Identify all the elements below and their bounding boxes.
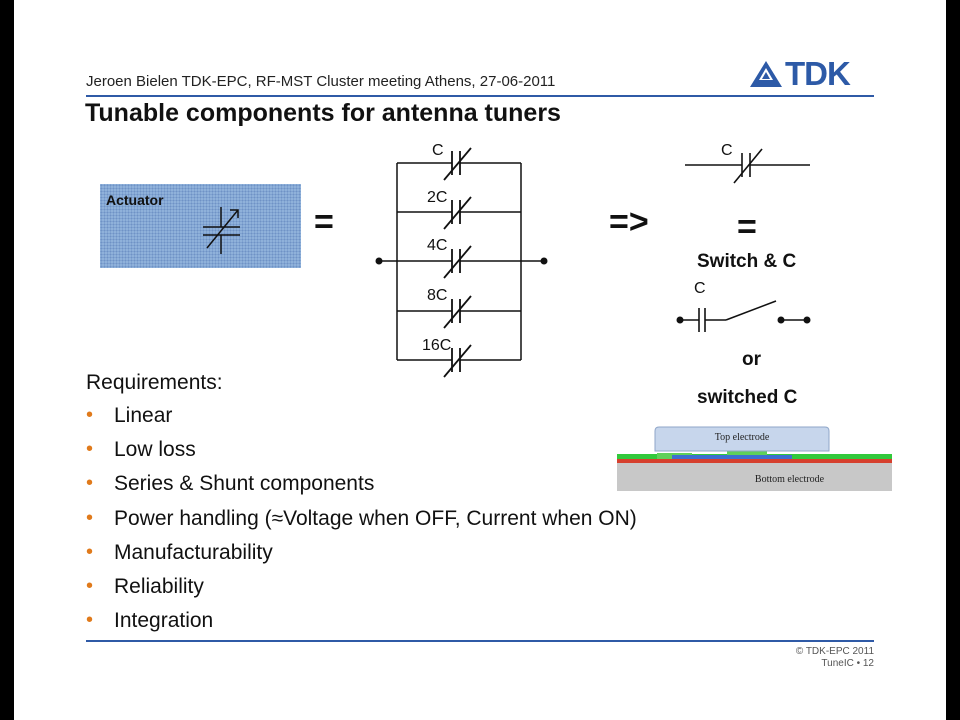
right-cap-label: C <box>721 142 733 159</box>
bullet-icon: • <box>86 472 94 495</box>
bullet-icon: • <box>86 404 94 426</box>
switch-capacitor-symbol <box>676 300 811 332</box>
or-label: or <box>742 349 761 370</box>
footer-rule <box>86 640 874 642</box>
slide-subtitle: Jeroen Bielen TDK-EPC, RF-MST Cluster me… <box>86 73 556 90</box>
equals-sign: = <box>314 203 334 241</box>
right-equals-sign: = <box>737 208 757 246</box>
switch-and-c-label: Switch & C <box>697 251 797 272</box>
list-item: •Power handling (≈Voltage when OFF, Curr… <box>86 506 637 530</box>
implies-arrow: => <box>609 203 649 241</box>
switched-c-label: switched C <box>697 387 798 408</box>
bullet-icon: • <box>86 609 94 632</box>
switched-c-cross-section: Top electrode Bottom electrode <box>617 425 892 491</box>
tdk-logo: TDK <box>749 55 851 92</box>
bank-label-8c: 8C <box>427 287 448 304</box>
header-rule <box>86 95 874 97</box>
list-item: •Manufacturability <box>86 540 273 564</box>
switch-cap-label: C <box>694 280 706 297</box>
requirements-heading: Requirements: <box>86 371 223 394</box>
list-item: •Low loss <box>86 438 196 462</box>
capacitor-bank-diagram <box>375 147 548 378</box>
bank-label-16c: 16C <box>422 337 452 354</box>
bottom-electrode-label: Bottom electrode <box>754 474 825 485</box>
bank-label-4c: 4C <box>427 237 448 254</box>
list-item: •Series & Shunt components <box>86 472 375 496</box>
list-item: •Integration <box>86 609 214 633</box>
tdk-emblem-icon <box>750 60 782 87</box>
slide-title: Tunable components for antenna tuners <box>85 99 561 127</box>
top-electrode-label: Top electrode <box>714 432 770 443</box>
copyright-text: © TDK-EPC 2011 <box>795 646 874 657</box>
bullet-icon: • <box>86 540 94 563</box>
bullet-icon: • <box>86 506 94 529</box>
slide: Jeroen Bielen TDK-EPC, RF-MST Cluster me… <box>14 0 946 720</box>
logo-text: TDK <box>785 55 851 92</box>
page-number: TuneIC • 12 <box>821 658 874 669</box>
variable-capacitor-icon <box>203 207 240 254</box>
requirements-list: •Linear •Low loss •Series & Shunt compon… <box>86 403 637 642</box>
single-capacitor-symbol <box>685 148 810 184</box>
bank-label-c: C <box>432 142 444 159</box>
bullet-icon: • <box>86 574 94 597</box>
actuator-box: Actuator <box>100 184 301 268</box>
actuator-label: Actuator <box>106 192 164 208</box>
list-item: •Linear <box>86 404 173 427</box>
bank-label-2c: 2C <box>427 189 448 206</box>
bullet-icon: • <box>86 438 94 461</box>
list-item: •Reliability <box>86 574 204 598</box>
cross-section-layers <box>617 426 892 491</box>
footer: © TDK-EPC 2011 TuneIC • 12 <box>796 646 874 670</box>
